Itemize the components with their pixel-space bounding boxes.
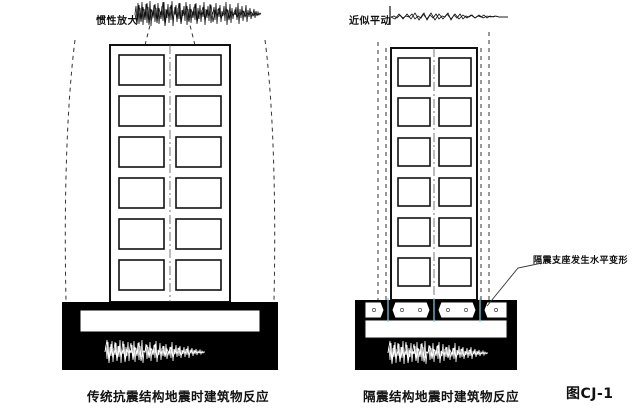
foundation-slab — [79, 309, 261, 333]
foundation-slab — [364, 319, 508, 339]
annotation-leader-line — [486, 262, 543, 307]
room — [397, 257, 431, 287]
room — [118, 259, 165, 291]
caption-conventional: 传统抗震结构地震时建筑物反应 — [87, 389, 270, 404]
building-rooms — [118, 54, 222, 291]
room — [118, 177, 165, 209]
room — [118, 54, 165, 86]
room — [118, 218, 165, 250]
isolation-bearing — [426, 298, 442, 322]
panel-conventional-structure: 惯性放大 传统抗震结构地震时建筑物反应 — [62, 0, 278, 404]
ground-motion-waveform — [104, 339, 205, 364]
isolation-layer — [364, 298, 508, 339]
room — [438, 57, 472, 87]
foundation-block — [62, 302, 278, 370]
room — [438, 257, 472, 287]
top-label-approximate-translation: 近似平动 — [349, 16, 391, 27]
room — [118, 136, 165, 168]
isolation-bearing — [380, 298, 396, 322]
isolation-bearing — [472, 298, 488, 322]
room — [438, 97, 472, 127]
annotation-isolator-horizontal-deformation: 隔震支座发生水平变形 — [533, 256, 629, 266]
roof-response-waveform — [134, 0, 262, 27]
figure-number: 图CJ-1 — [566, 386, 614, 402]
room — [175, 54, 222, 86]
ground-motion-waveform — [387, 340, 488, 365]
conventional-structure-drawing — [62, 0, 278, 370]
isolation-bearings — [380, 298, 488, 322]
room — [175, 136, 222, 168]
room — [397, 217, 431, 247]
anchor-marks — [372, 308, 498, 312]
room — [397, 177, 431, 207]
room — [438, 177, 472, 207]
room — [175, 218, 222, 250]
room — [175, 177, 222, 209]
panel-base-isolated-structure: 近似平动 隔震支座发生水平变形 隔震结构地震时建筑物反应 — [340, 0, 639, 411]
room — [397, 97, 431, 127]
room — [438, 137, 472, 167]
room — [175, 259, 222, 291]
base-isolated-structure-drawing — [355, 6, 543, 370]
rigid-translation-lines — [377, 32, 490, 300]
room — [397, 137, 431, 167]
room — [175, 95, 222, 127]
room — [438, 217, 472, 247]
top-label-inertial-amplification: 惯性放大 — [96, 16, 138, 27]
room — [397, 57, 431, 87]
caption-base-isolated: 隔震结构地震时建筑物反应 — [363, 389, 520, 404]
room — [118, 95, 165, 127]
building-rooms — [397, 57, 472, 287]
roof-response-waveform — [390, 12, 508, 21]
